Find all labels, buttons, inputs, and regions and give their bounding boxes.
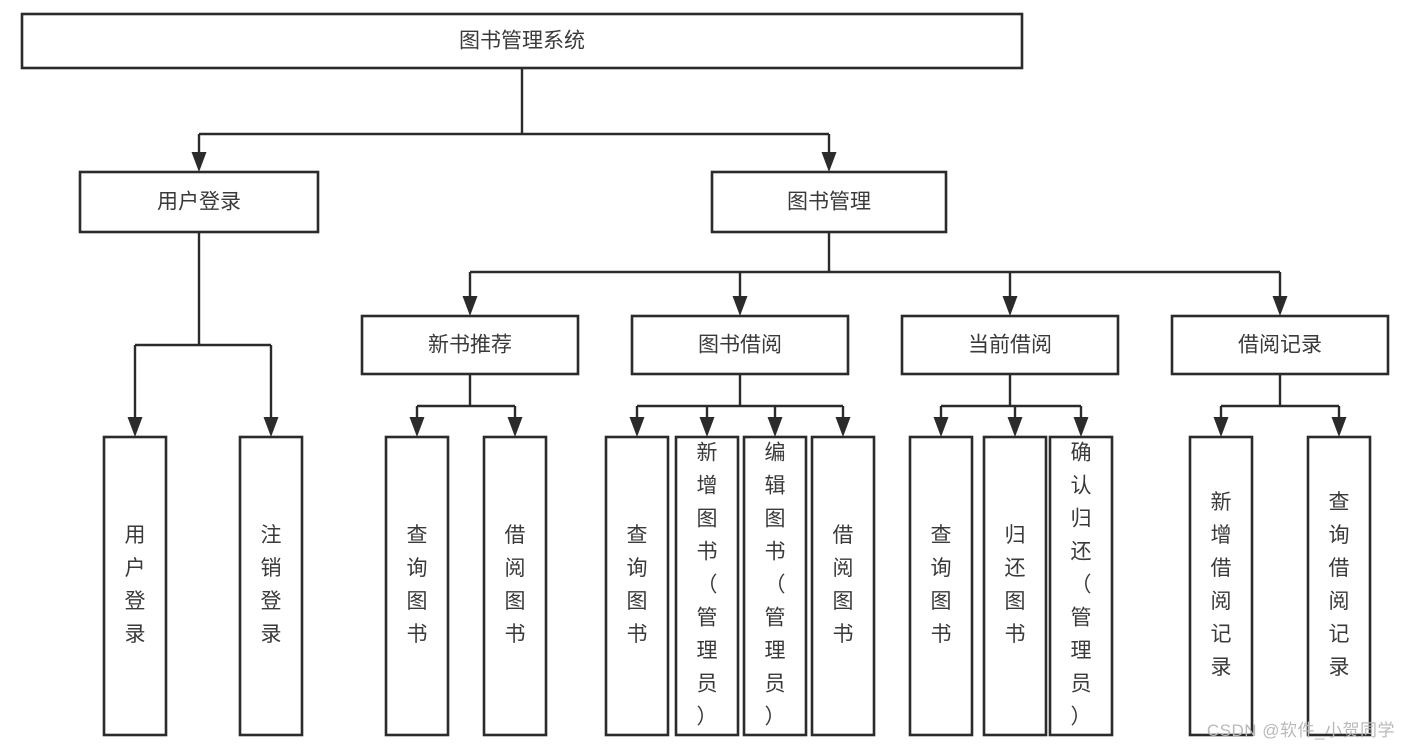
- node-label: 借阅图书: [505, 524, 526, 646]
- node-label: 借阅图书: [833, 524, 854, 646]
- node-label: 当前借阅: [968, 334, 1052, 357]
- node-leaf-edit-book-admin[interactable]: 编辑图书（管理员）: [742, 435, 808, 737]
- node-label: 图书借阅: [698, 334, 782, 357]
- node-box[interactable]: [900, 314, 1120, 376]
- node-box[interactable]: [20, 12, 1024, 70]
- connector-bookborrow-to-leaves: [629, 374, 851, 437]
- arrow-head-icon: [732, 296, 748, 316]
- node-box[interactable]: [630, 314, 850, 376]
- node-box[interactable]: [1188, 435, 1254, 737]
- node-leaf-user-login[interactable]: 用户登录: [102, 435, 168, 737]
- node-box[interactable]: [674, 435, 740, 737]
- arrow-head-icon: [263, 417, 279, 437]
- node-user-login[interactable]: 用户登录: [78, 170, 320, 234]
- arrow-head-icon: [462, 296, 478, 316]
- node-label: 确认归还（管理员）: [1071, 442, 1092, 729]
- arrow-head-icon: [1007, 417, 1023, 437]
- node-leaf-query-book-borrow[interactable]: 查询图书: [604, 435, 670, 737]
- node-label: 图书管理: [787, 191, 871, 214]
- node-box[interactable]: [238, 435, 304, 737]
- node-current-borrow[interactable]: 当前借阅: [900, 314, 1120, 376]
- node-leaf-add-borrow-record[interactable]: 新增借阅记录: [1188, 435, 1254, 737]
- node-label: 编辑图书（管理员）: [765, 442, 786, 729]
- node-label: 查询图书: [931, 524, 952, 646]
- connector-newbookrec-to-leaves: [409, 374, 523, 437]
- node-box[interactable]: [710, 170, 948, 234]
- node-leaf-user-logout[interactable]: 注销登录: [238, 435, 304, 737]
- node-box[interactable]: [384, 435, 450, 737]
- node-leaf-query-book-current[interactable]: 查询图书: [908, 435, 974, 737]
- connector-userlogin-to-leaves: [127, 232, 279, 437]
- node-leaf-query-book-rec[interactable]: 查询图书: [384, 435, 450, 737]
- node-label: 用户登录: [125, 524, 146, 646]
- arrow-head-icon: [507, 417, 523, 437]
- node-label: 注销登录: [261, 524, 282, 646]
- node-box[interactable]: [1170, 314, 1390, 376]
- arrow-head-icon: [127, 417, 143, 437]
- arrow-head-icon: [629, 417, 645, 437]
- node-book-manage[interactable]: 图书管理: [710, 170, 948, 234]
- arrow-head-icon: [1073, 417, 1089, 437]
- node-label: 新增图书（管理员）: [697, 442, 718, 729]
- node-book-borrow[interactable]: 图书借阅: [630, 314, 850, 376]
- node-layer: 图书管理系统用户登录图书管理新书推荐图书借阅当前借阅借阅记录用户登录注销登录查询…: [20, 12, 1390, 737]
- node-label: 新增借阅记录: [1211, 491, 1232, 679]
- node-box[interactable]: [78, 170, 320, 234]
- arrow-head-icon: [409, 417, 425, 437]
- node-box[interactable]: [482, 435, 548, 737]
- node-box[interactable]: [1306, 435, 1372, 737]
- node-label: 查询图书: [407, 524, 428, 646]
- node-leaf-add-book-admin[interactable]: 新增图书（管理员）: [674, 435, 740, 737]
- arrow-head-icon: [191, 152, 207, 172]
- arrow-head-icon: [1331, 417, 1347, 437]
- connector-currentborrow-to-leaves: [933, 374, 1089, 437]
- node-box[interactable]: [1048, 435, 1114, 737]
- node-label: 用户登录: [157, 191, 241, 214]
- arrow-head-icon: [821, 152, 837, 172]
- node-label: 查询图书: [627, 524, 648, 646]
- arrow-head-icon: [767, 417, 783, 437]
- arrow-head-icon: [1213, 417, 1229, 437]
- connector-borrowrecord-to-leaves: [1213, 374, 1347, 437]
- connector-bookmanage-to-level3: [462, 232, 1288, 316]
- node-label: 借阅记录: [1238, 334, 1322, 357]
- node-label: 归还图书: [1005, 524, 1026, 646]
- connector-root-to-level2: [191, 68, 837, 172]
- node-box[interactable]: [810, 435, 876, 737]
- arrow-head-icon: [933, 417, 949, 437]
- node-leaf-query-borrow-record[interactable]: 查询借阅记录: [1306, 435, 1372, 737]
- node-box[interactable]: [102, 435, 168, 737]
- node-leaf-confirm-return-admin[interactable]: 确认归还（管理员）: [1048, 435, 1114, 737]
- node-label: 图书管理系统: [459, 30, 585, 53]
- node-root[interactable]: 图书管理系统: [20, 12, 1024, 70]
- node-box[interactable]: [604, 435, 670, 737]
- arrow-head-icon: [835, 417, 851, 437]
- node-borrow-record[interactable]: 借阅记录: [1170, 314, 1390, 376]
- arrow-head-icon: [1272, 296, 1288, 316]
- connector-layer: [127, 68, 1347, 437]
- node-leaf-borrow-book-rec[interactable]: 借阅图书: [482, 435, 548, 737]
- arrow-head-icon: [1002, 296, 1018, 316]
- node-leaf-return-book[interactable]: 归还图书: [982, 435, 1048, 737]
- node-leaf-borrow-book[interactable]: 借阅图书: [810, 435, 876, 737]
- node-box[interactable]: [742, 435, 808, 737]
- node-box[interactable]: [360, 314, 580, 376]
- node-label: 查询借阅记录: [1329, 491, 1350, 679]
- node-new-book-rec[interactable]: 新书推荐: [360, 314, 580, 376]
- arrow-head-icon: [699, 417, 715, 437]
- node-label: 新书推荐: [428, 334, 512, 357]
- node-box[interactable]: [908, 435, 974, 737]
- node-box[interactable]: [982, 435, 1048, 737]
